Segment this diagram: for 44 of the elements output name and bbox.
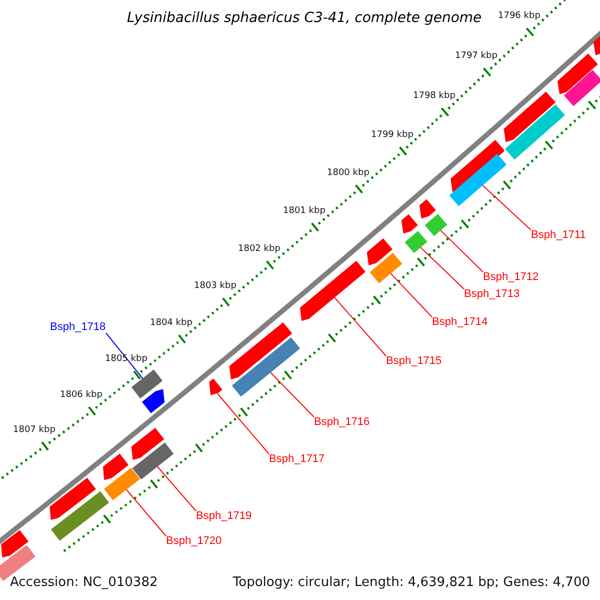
tick-label: 1801 kbp <box>283 207 326 216</box>
leader-line <box>420 246 464 290</box>
gene-segment <box>370 252 402 284</box>
tick-label: 1804 kbp <box>150 319 192 328</box>
gene-label: Bsph_1713 <box>464 289 520 300</box>
gene-segment <box>404 230 428 254</box>
gene-label: Bsph_1716 <box>314 417 370 428</box>
gene-segment <box>209 378 222 396</box>
gene-segment <box>131 370 163 398</box>
leader-line <box>440 230 484 272</box>
gene-label: Bsph_1720 <box>166 536 222 547</box>
tick-label: 1796 kbp <box>498 12 540 21</box>
gene-segment <box>232 337 300 397</box>
gene-label: Bsph_1712 <box>483 272 539 283</box>
tick-label: 1799 kbp <box>371 131 414 140</box>
tick-label: 1806 kbp <box>60 391 102 400</box>
gene-label: Bsph_1711 <box>531 230 586 241</box>
tick-label: 1803 kbp <box>194 282 236 291</box>
tick-label: 1798 kbp <box>413 92 456 101</box>
gene-label: Bsph_1715 <box>386 356 442 367</box>
gene-label: Bsph_1714 <box>432 317 488 328</box>
tick-label: 1807 kbp <box>13 426 56 435</box>
gene-segment <box>449 154 507 206</box>
map-title: Lysinibacillus sphaericus C3-41, complete genome <box>127 11 482 25</box>
tick-label: 1802 kbp <box>238 245 280 254</box>
leader-line <box>156 466 196 512</box>
leader-line <box>390 272 432 318</box>
leader-line <box>270 372 314 418</box>
gene-label: Bsph_1719 <box>196 511 252 522</box>
gene-label: Bsph_1718 <box>50 322 106 333</box>
genome-stats-note: Topology: circular; Length: 4,639,821 bp; Genes: 4,700 <box>232 576 590 589</box>
gene-segment <box>424 214 448 236</box>
gene-segment <box>104 468 140 500</box>
tick-label: 1800 kbp <box>327 169 370 178</box>
tick-label: 1805 kbp <box>105 355 148 364</box>
leader-line <box>334 296 386 356</box>
leader-line <box>482 184 532 230</box>
accession-note: Accession: NC_010382 <box>10 576 158 589</box>
leader-line <box>106 332 144 379</box>
tick-label: 1797 kbp <box>455 52 498 61</box>
leader-line <box>216 393 270 454</box>
gene-label: Bsph_1717 <box>269 454 325 465</box>
gene-segment <box>300 260 366 321</box>
gene-segment <box>132 442 174 480</box>
